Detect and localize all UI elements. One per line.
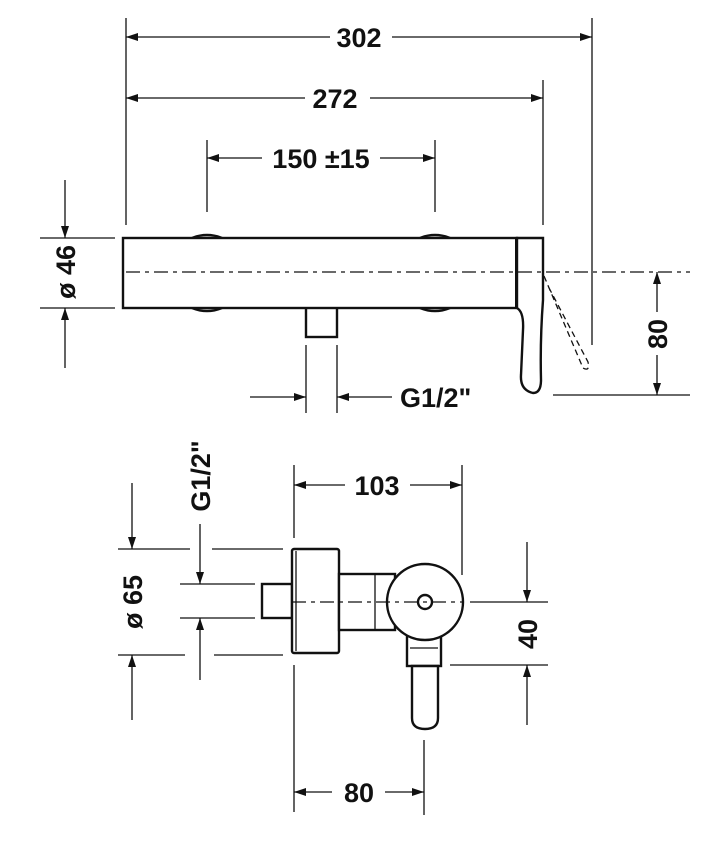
dimension-label: ø 46 xyxy=(51,245,81,299)
dimension-label: 272 xyxy=(312,84,357,114)
inlet-stub xyxy=(260,582,294,620)
dimension-label: 150 ±15 xyxy=(272,144,369,174)
dimension-outlet-thread: G1/2" xyxy=(250,345,471,413)
dimension-label: G1/2" xyxy=(186,440,216,511)
rosette xyxy=(290,547,341,655)
dimension-label: 103 xyxy=(354,471,399,501)
dimension-label: 80 xyxy=(643,319,673,349)
dimension-302: 302 xyxy=(126,23,592,53)
dimension-103: 103 xyxy=(293,465,463,575)
dimension-label: 302 xyxy=(336,23,381,53)
top-view: 302 272 150 ±15 xyxy=(40,18,690,413)
lever xyxy=(410,664,440,731)
dimension-80-lever: 80 xyxy=(293,665,425,815)
dimension-40: 40 xyxy=(450,542,548,725)
dimension-label: G1/2" xyxy=(400,383,471,413)
dimension-diameter-46: ø 46 xyxy=(40,180,115,368)
dimension-80-handle: 80 xyxy=(553,272,690,396)
mixer-body xyxy=(121,236,519,310)
dimension-diameter-65: ø 65 xyxy=(118,483,283,720)
dimension-label: 40 xyxy=(513,619,543,649)
dimension-150: 150 ±15 xyxy=(207,144,435,174)
handle-alt-position xyxy=(543,275,590,370)
dimension-272: 272 xyxy=(126,84,543,114)
dimension-label: ø 65 xyxy=(118,575,148,629)
dimension-inlet-thread: G1/2" xyxy=(180,440,255,680)
handle xyxy=(515,236,545,395)
side-view: 103 ø 65 G1/2" xyxy=(118,440,548,815)
dimension-label: 80 xyxy=(344,778,374,808)
